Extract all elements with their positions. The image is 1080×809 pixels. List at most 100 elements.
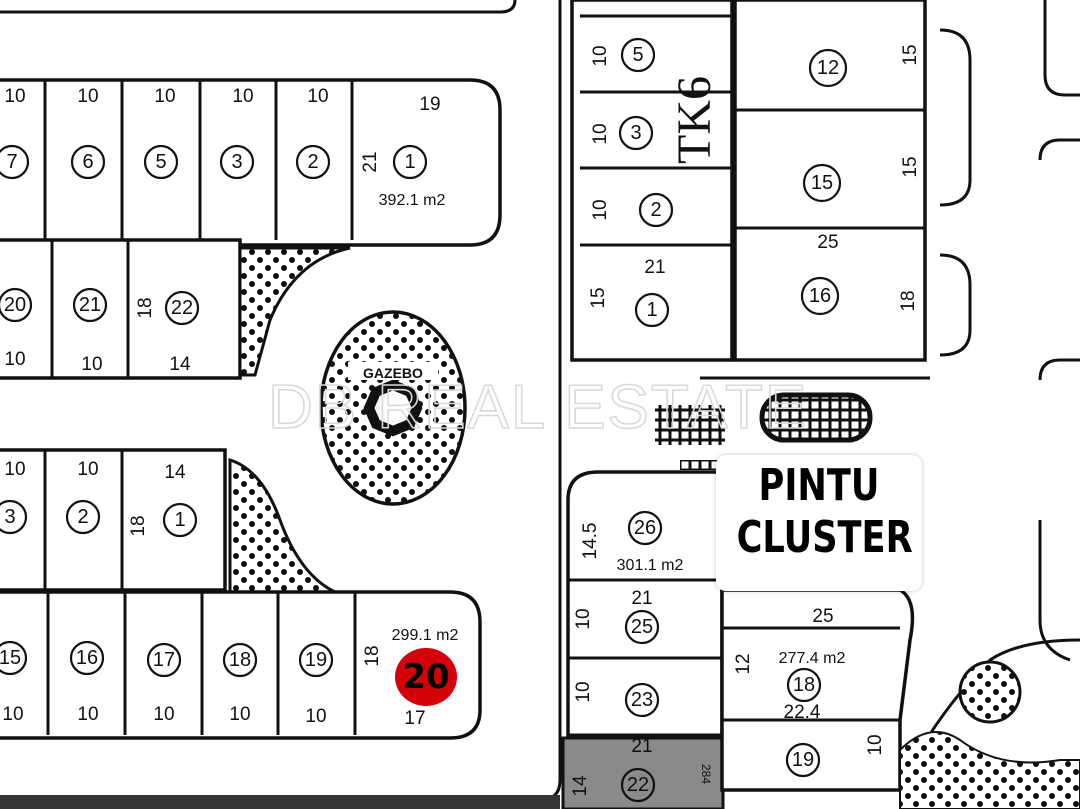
road-curb-right-3	[1038, 358, 1080, 381]
svg-text:18: 18	[793, 674, 815, 696]
svg-text:3: 3	[630, 122, 641, 144]
lot-3: 3	[231, 151, 242, 173]
road-curb-top	[0, 0, 517, 14]
svg-text:301.1 m2: 301.1 m2	[617, 557, 684, 574]
road-curb-right-2	[1038, 138, 1080, 161]
lower-left-block-front	[0, 448, 227, 592]
svg-text:12: 12	[733, 653, 754, 674]
svg-text:21: 21	[360, 151, 381, 172]
svg-text:10: 10	[590, 199, 611, 220]
svg-text:21: 21	[644, 257, 665, 278]
lot-22-upper: 22	[171, 297, 193, 319]
svg-text:10: 10	[590, 123, 611, 144]
svg-text:392.1 m2: 392.1 m2	[379, 192, 446, 209]
lot-1: 1	[404, 151, 415, 173]
svg-text:10: 10	[590, 45, 611, 66]
svg-text:25: 25	[631, 616, 653, 638]
svg-text:10: 10	[4, 86, 25, 107]
lower-left-lot-labels: 10 10 14 3 2 1 18 15 16 17 18 19 18 299.…	[0, 459, 458, 729]
svg-text:23: 23	[631, 689, 653, 711]
lower-right-lot-labels: 26 14.5 301.1 m2 21 10 25 10 23 25 12 27…	[570, 510, 886, 803]
svg-text:25: 25	[817, 232, 838, 253]
lot-2: 2	[307, 151, 318, 173]
svg-text:10: 10	[307, 86, 328, 107]
svg-text:5: 5	[632, 44, 643, 66]
upper-left-lot-labels: 10 10 10 10 10 19 7 6 5 3 2 1 21 392.1 m…	[0, 86, 445, 375]
gate-paving-left	[655, 405, 725, 445]
svg-text:18: 18	[362, 645, 383, 666]
svg-text:25: 25	[812, 606, 833, 627]
svg-text:299.1 m2: 299.1 m2	[392, 627, 459, 644]
roundabout-park	[958, 660, 1022, 724]
svg-text:10: 10	[305, 706, 326, 727]
svg-text:10: 10	[154, 86, 175, 107]
gate-label-line2: CLUSTER	[736, 512, 913, 563]
lot-6: 6	[82, 151, 93, 173]
watermark: DB REAL ESTATE	[268, 373, 808, 442]
svg-text:19: 19	[305, 649, 327, 671]
svg-text:19: 19	[792, 749, 814, 771]
svg-text:17: 17	[404, 708, 425, 729]
svg-text:10: 10	[232, 86, 253, 107]
highlighted-lot-marker[interactable]: 20	[395, 648, 457, 706]
svg-text:284: 284	[699, 764, 713, 784]
road-bay-2	[939, 253, 972, 357]
svg-text:1: 1	[174, 509, 185, 531]
lot-7: 7	[6, 151, 17, 173]
svg-text:15: 15	[811, 172, 833, 194]
svg-text:14: 14	[570, 775, 591, 797]
svg-text:18: 18	[135, 297, 156, 318]
svg-text:10: 10	[77, 459, 98, 480]
road-curb-right	[1043, 0, 1080, 97]
green-area-upper	[238, 246, 351, 377]
svg-text:15: 15	[900, 44, 921, 65]
svg-text:18: 18	[898, 290, 919, 311]
svg-text:15: 15	[588, 287, 609, 308]
svg-text:1: 1	[646, 299, 657, 321]
svg-text:22: 22	[627, 774, 649, 796]
svg-text:10: 10	[81, 354, 102, 375]
svg-text:10: 10	[77, 704, 98, 725]
svg-text:17: 17	[153, 649, 175, 671]
lot-5: 5	[155, 151, 166, 173]
svg-text:10: 10	[573, 608, 594, 629]
svg-text:10: 10	[573, 681, 594, 702]
svg-text:10: 10	[77, 86, 98, 107]
svg-text:14.5: 14.5	[580, 523, 601, 560]
lot-21-upper: 21	[79, 294, 101, 316]
svg-text:14: 14	[169, 354, 191, 375]
gate-label: PINTU CLUSTER	[736, 460, 913, 564]
gate-label-line1: PINTU	[758, 460, 880, 511]
lot-20-upper: 20	[4, 294, 26, 316]
svg-text:3: 3	[4, 506, 15, 528]
road-bay-1	[939, 28, 972, 207]
tk6-lot-labels: 10 5 10 3 10 2 TK6 21 15 1 12 15 15 15 2…	[588, 37, 921, 328]
svg-text:15: 15	[0, 647, 21, 669]
svg-text:10: 10	[4, 459, 25, 480]
gate-roundabout	[759, 392, 873, 443]
svg-text:26: 26	[634, 517, 656, 539]
svg-text:14: 14	[164, 462, 186, 483]
svg-text:10: 10	[865, 734, 886, 755]
svg-text:12: 12	[817, 57, 839, 79]
bottom-edge-strip	[0, 795, 560, 809]
svg-text:18: 18	[229, 649, 251, 671]
highlighted-lot-number: 20	[402, 657, 450, 697]
upper-left-block-back	[0, 238, 242, 380]
svg-text:10: 10	[153, 704, 174, 725]
svg-text:16: 16	[76, 647, 98, 669]
svg-text:16: 16	[809, 285, 831, 307]
svg-text:277.4 m2: 277.4 m2	[779, 650, 846, 667]
svg-text:18: 18	[128, 515, 149, 536]
svg-text:22.4: 22.4	[784, 702, 821, 723]
svg-text:21: 21	[631, 736, 652, 757]
svg-text:2: 2	[650, 199, 661, 221]
gazebo-label: GAZEBO	[363, 365, 423, 381]
svg-text:2: 2	[77, 506, 88, 528]
gate-label-box	[716, 455, 922, 591]
green-area-lower	[228, 457, 336, 594]
svg-text:10: 10	[2, 704, 23, 725]
svg-text:21: 21	[631, 588, 652, 609]
block-label-tk6: TK6	[668, 76, 721, 164]
